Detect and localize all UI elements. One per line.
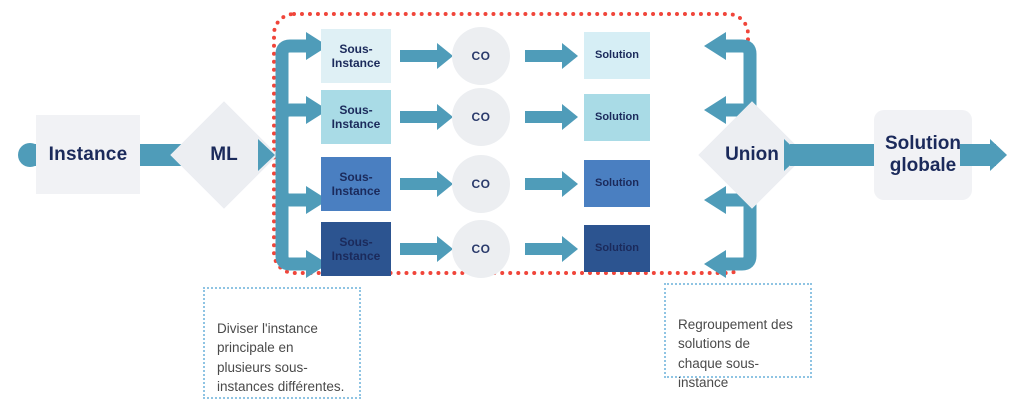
- union-output-arrow: [784, 139, 801, 171]
- solution-globale-label: Solution globale: [885, 133, 961, 176]
- split-brace: [275, 32, 328, 278]
- sub-instance-box-1[interactable]: Sous- Instance: [321, 29, 391, 83]
- ml-output-arrow: [258, 139, 275, 171]
- solution-label-4: Solution: [595, 241, 639, 254]
- split-note-text: Diviser l'instance principale en plusieu…: [217, 320, 345, 395]
- ml-label: ML: [210, 144, 238, 165]
- co-circle-3[interactable]: CO: [452, 155, 510, 213]
- sub-instance-label-3: Sous- Instance: [331, 169, 381, 198]
- instance-label: Instance: [48, 143, 128, 165]
- ml-node[interactable]: ML: [186, 117, 262, 193]
- union-label: Union: [725, 144, 779, 165]
- row-arrow-sub-to-co-3: [400, 171, 453, 197]
- instance-box[interactable]: Instance: [36, 115, 140, 194]
- co-label-4: CO: [471, 242, 491, 256]
- co-label-2: CO: [471, 110, 491, 124]
- split-note: Diviser l'instance principale en plusieu…: [203, 287, 361, 399]
- union-node[interactable]: Union: [714, 117, 790, 193]
- row-arrow-co-to-solution-4: [525, 236, 578, 262]
- sub-instance-box-2[interactable]: Sous- Instance: [321, 90, 391, 144]
- merge-note: Regroupement des solutions de chaque sou…: [664, 283, 812, 390]
- solution-label-3: Solution: [595, 176, 639, 189]
- solution-globale-box[interactable]: Solution globale: [874, 110, 972, 200]
- final-output-arrow: [990, 139, 1007, 171]
- co-label-1: CO: [471, 49, 491, 63]
- solution-box-4[interactable]: Solution: [584, 225, 650, 272]
- union-output-bar: [790, 144, 874, 166]
- sub-instance-label-2: Sous- Instance: [331, 102, 381, 131]
- solution-label-1: Solution: [595, 48, 639, 61]
- solution-label-2: Solution: [595, 110, 639, 123]
- row-arrow-sub-to-co-1: [400, 43, 453, 69]
- sub-instance-label-1: Sous- Instance: [331, 41, 381, 70]
- sub-instance-box-3[interactable]: Sous- Instance: [321, 157, 391, 211]
- row-arrow-sub-to-co-2: [400, 104, 453, 130]
- merge-note-text: Regroupement des solutions de chaque sou…: [678, 316, 793, 391]
- co-circle-4[interactable]: CO: [452, 220, 510, 278]
- solution-box-3[interactable]: Solution: [584, 160, 650, 207]
- solution-box-1[interactable]: Solution: [584, 32, 650, 79]
- row-arrow-sub-to-co-4: [400, 236, 453, 262]
- co-label-3: CO: [471, 177, 491, 191]
- row-arrow-co-to-solution-3: [525, 171, 578, 197]
- sub-instance-box-4[interactable]: Sous- Instance: [321, 222, 391, 276]
- sub-instance-label-4: Sous- Instance: [331, 234, 381, 263]
- solution-box-2[interactable]: Solution: [584, 94, 650, 141]
- final-output-bar: [960, 144, 996, 166]
- co-circle-2[interactable]: CO: [452, 88, 510, 146]
- row-arrow-co-to-solution-2: [525, 104, 578, 130]
- row-arrow-co-to-solution-1: [525, 43, 578, 69]
- co-circle-1[interactable]: CO: [452, 27, 510, 85]
